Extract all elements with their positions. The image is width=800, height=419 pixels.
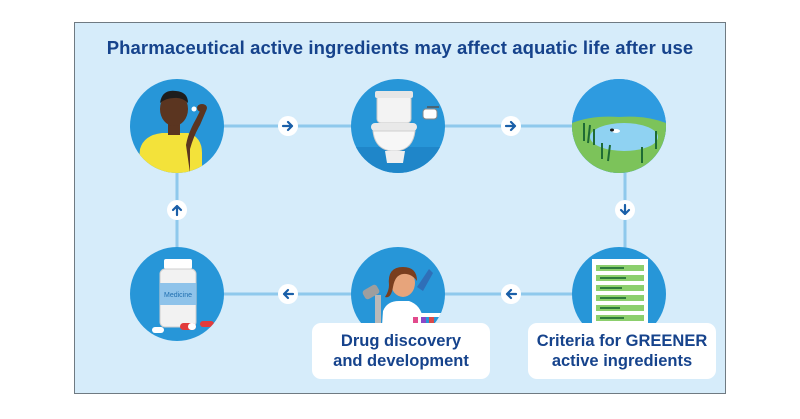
toilet-circle — [351, 79, 445, 173]
bottle-label: Medicine — [164, 292, 192, 299]
person-taking-pill-circle — [130, 79, 224, 173]
pill-bottle-icon: Medicine — [152, 259, 214, 333]
drug-discovery-label-line1: Drug discovery — [340, 332, 462, 350]
person-taking-pill-icon — [138, 90, 207, 173]
drug-discovery-label-line2: and development — [333, 352, 469, 370]
pond-icon — [572, 79, 666, 173]
page-title: Pharmaceutical active ingredients may af… — [106, 37, 694, 58]
arrow-right-icon — [501, 116, 521, 136]
checklist-icon — [592, 259, 648, 333]
drug-discovery-label: Drug discovery and development — [312, 323, 490, 379]
arrow-down-icon — [615, 200, 635, 220]
arrow-left-icon — [278, 284, 298, 304]
criteria-greener-label: Criteria for GREENER active ingredients — [528, 323, 716, 379]
pill-bottle-circle: Medicine — [130, 247, 224, 341]
diagram-frame: Pharmaceutical active ingredients may af… — [74, 22, 726, 394]
criteria-label-line2: active ingredients — [551, 352, 693, 370]
arrow-right-icon — [278, 116, 298, 136]
arrow-up-icon — [167, 200, 187, 220]
arrow-left-icon — [501, 284, 521, 304]
toilet-icon — [351, 91, 445, 173]
criteria-label-line1: Criteria for GREENER — [536, 332, 708, 350]
pond-circle — [572, 79, 666, 173]
